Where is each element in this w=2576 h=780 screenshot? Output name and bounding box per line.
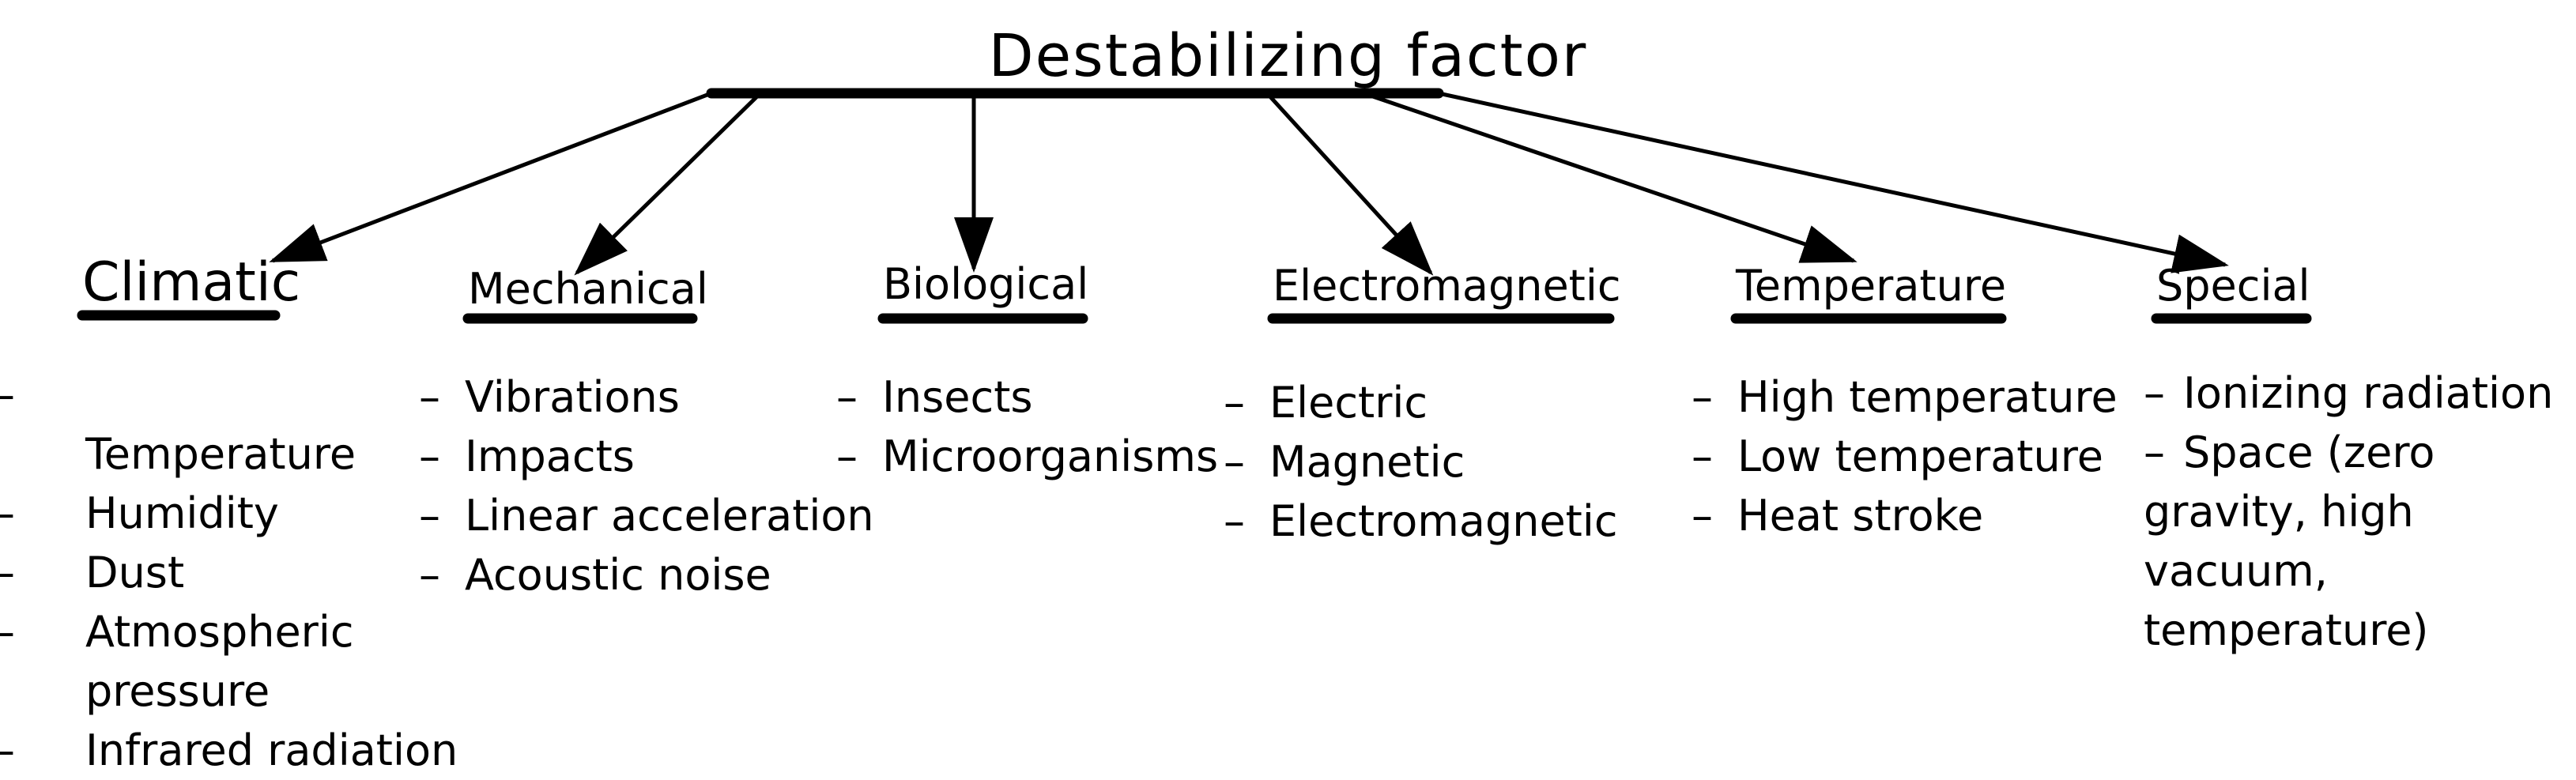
category-label-special: Special bbox=[2156, 261, 2310, 311]
arrow-temperature bbox=[1363, 91, 1858, 263]
list-item: –Temperature bbox=[0, 365, 356, 484]
list-item: –Insects bbox=[836, 367, 1218, 427]
list-item: –Low temperature bbox=[1692, 427, 2118, 486]
item-list-climatic: –Temperature –Humidity –Dust –Atmospheri… bbox=[0, 365, 458, 780]
category-label-temperature: Temperature bbox=[1736, 261, 2007, 311]
bullet-dash: – bbox=[836, 372, 858, 422]
list-item: –Impacts bbox=[419, 427, 874, 486]
bullet-dash: – bbox=[1692, 372, 1713, 422]
bullet-dash: – bbox=[419, 550, 440, 600]
bullet-dash: – bbox=[2144, 428, 2165, 477]
list-item: –Ionizing radiation bbox=[2144, 364, 2570, 423]
bullet-dash: – bbox=[0, 721, 85, 780]
bullet-dash: – bbox=[1224, 496, 1245, 546]
list-item: –Space (zero gravity, high vacuum, tempe… bbox=[2144, 423, 2570, 660]
bullet-dash: – bbox=[0, 602, 85, 661]
list-item: –Electromagnetic bbox=[1224, 492, 1618, 551]
list-item: –Dust bbox=[0, 543, 356, 602]
list-item: –Microorganisms bbox=[836, 427, 1218, 486]
bullet-dash: – bbox=[2144, 368, 2165, 418]
list-item: –Heat stroke bbox=[1692, 486, 2118, 545]
category-label-biological: Biological bbox=[883, 259, 1089, 309]
arrow-mechanical bbox=[574, 92, 762, 276]
bullet-dash: – bbox=[419, 431, 440, 481]
bullet-dash: – bbox=[836, 431, 858, 481]
item-list-electromagnetic: –Electric –Magnetic –Electromagnetic bbox=[1224, 373, 1618, 551]
list-item: –Linear acceleration bbox=[419, 486, 874, 545]
list-item: –Electric bbox=[1224, 373, 1618, 432]
item-list-biological: –Insects –Microorganisms bbox=[836, 367, 1218, 486]
bullet-dash: – bbox=[0, 543, 85, 602]
list-item: –Acoustic noise bbox=[419, 545, 874, 605]
bullet-dash: – bbox=[1224, 437, 1245, 487]
category-label-electromagnetic: Electromagnetic bbox=[1273, 261, 1621, 311]
arrow-special bbox=[1438, 91, 2229, 273]
category-label-mechanical: Mechanical bbox=[468, 264, 708, 314]
list-item: –Magnetic bbox=[1224, 432, 1618, 492]
bullet-dash: – bbox=[0, 484, 85, 543]
bullet-dash: – bbox=[0, 365, 85, 424]
item-list-mechanical: –Vibrations –Impacts –Linear acceleratio… bbox=[419, 367, 874, 605]
category-label-climatic: Climatic bbox=[82, 251, 301, 314]
bullet-dash: – bbox=[1692, 431, 1713, 481]
list-item: –Humidity bbox=[0, 484, 356, 543]
bullet-dash: – bbox=[1224, 378, 1245, 428]
bullet-dash: – bbox=[419, 372, 440, 422]
arrow-electromagnetic bbox=[1265, 92, 1434, 276]
bullet-dash: – bbox=[419, 491, 440, 541]
arrow-climatic bbox=[269, 91, 712, 263]
list-item: –Infrared radiation bbox=[0, 721, 458, 780]
list-item: –Atmospheric pressure bbox=[0, 602, 356, 721]
diagram-title: Destabilizing factor bbox=[988, 22, 1588, 90]
list-item: –High temperature bbox=[1692, 367, 2118, 427]
diagram-connectors bbox=[77, 88, 2312, 324]
item-list-temperature: –High temperature –Low temperature –Heat… bbox=[1692, 367, 2118, 545]
list-item: –Vibrations bbox=[419, 367, 874, 427]
item-list-special: –Ionizing radiation –Space (zero gravity… bbox=[2144, 364, 2570, 660]
bullet-dash: – bbox=[1692, 491, 1713, 541]
